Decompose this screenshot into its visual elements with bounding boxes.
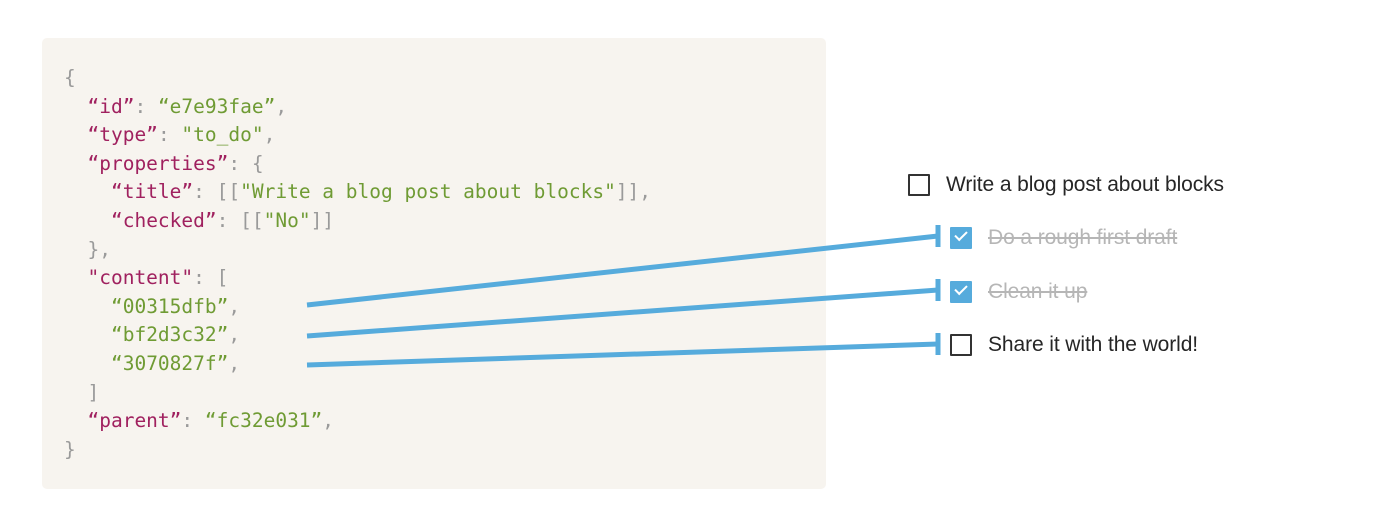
code-token-key: “parent” [87,409,182,433]
code-token-punc [64,409,87,432]
code-token-str: "Write a blog post about blocks" [240,180,616,204]
code-token-punc [64,123,87,146]
checklist-item[interactable]: Write a blog post about blocks [908,170,1224,200]
code-token-punc [64,152,87,175]
json-code-block: { “id”: “e7e93fae”, “type”: "to_do", “pr… [64,64,651,464]
code-line: “properties”: { [64,150,651,179]
json-code-panel: { “id”: “e7e93fae”, “type”: "to_do", “pr… [42,38,826,489]
code-line: “id”: “e7e93fae”, [64,93,651,122]
code-token-key: “properties” [87,151,229,175]
code-line: }, [64,236,651,265]
code-token-punc [64,180,111,203]
code-token-punc: : [[ [216,208,264,232]
checklist-item-label: Do a rough first draft [988,226,1178,249]
code-token-punc: : { [228,151,264,175]
code-token-punc: : [[ [193,180,241,204]
checklist-item[interactable]: Do a rough first draft [950,223,1177,253]
code-token-punc: , [263,123,276,147]
code-line: { [64,64,651,93]
code-token-punc: , [228,323,241,347]
checkbox-unchecked-icon[interactable] [908,174,930,196]
code-token-punc: : [ [193,266,229,290]
code-token-str: “00315dfb” [110,294,229,318]
code-token-punc: , [228,351,241,375]
code-line: “bf2d3c32”, [64,321,651,350]
code-token-punc [64,323,111,346]
code-line: “3070827f”, [64,350,651,379]
code-token-key: “id” [87,94,135,118]
code-token-punc: ]], [615,180,652,204]
code-token-punc: { [64,66,76,89]
code-token-str: "No" [263,208,311,232]
code-token-key: "content" [87,266,194,290]
code-line: “parent”: “fc32e031”, [64,407,651,436]
code-token-punc: : [181,409,205,433]
code-token-punc [64,95,87,118]
checklist-item-label: Share it with the world! [988,333,1199,356]
code-token-str: “fc32e031” [204,409,323,433]
code-token-punc: ] [64,380,100,404]
code-line: “checked”: [["No"]] [64,207,651,236]
code-line: “type”: "to_do", [64,121,651,150]
checklist-item-label: Clean it up [988,280,1088,303]
checklist-item[interactable]: Share it with the world! [950,330,1198,360]
code-line: “title”: [["Write a blog post about bloc… [64,178,651,207]
code-token-punc [64,295,111,318]
code-token-punc: : [134,94,158,118]
code-token-key: “title” [110,180,194,204]
code-line: "content": [ [64,264,651,293]
code-line: ] [64,379,651,408]
code-line: } [64,436,651,465]
code-token-punc: , [275,94,288,118]
code-token-punc: }, [64,237,111,261]
code-token-key: “type” [87,123,158,147]
check-mark-icon [954,281,968,296]
checkbox-checked-icon[interactable] [950,227,972,249]
code-token-punc: ]] [310,208,335,232]
checklist-item[interactable]: Clean it up [950,277,1087,307]
code-token-punc [64,266,87,289]
code-token-punc: } [64,437,76,461]
code-token-punc: : [157,123,182,147]
code-token-punc: , [228,294,241,318]
checkbox-unchecked-icon[interactable] [950,334,972,356]
checklist-item-label: Write a blog post about blocks [946,173,1224,196]
code-token-str: “e7e93fae” [157,94,276,118]
check-mark-icon [954,227,968,242]
code-token-str: “3070827f” [110,351,229,375]
code-token-punc [64,209,111,232]
code-token-str: "to_do" [181,123,264,147]
checkbox-checked-icon[interactable] [950,281,972,303]
code-token-punc [64,352,111,375]
todo-checklist: Write a blog post about blocks Do a rough… [900,160,1370,370]
code-token-punc: , [322,409,335,433]
code-token-key: “checked” [110,208,217,232]
code-token-str: “bf2d3c32” [110,323,229,347]
code-line: “00315dfb”, [64,293,651,322]
